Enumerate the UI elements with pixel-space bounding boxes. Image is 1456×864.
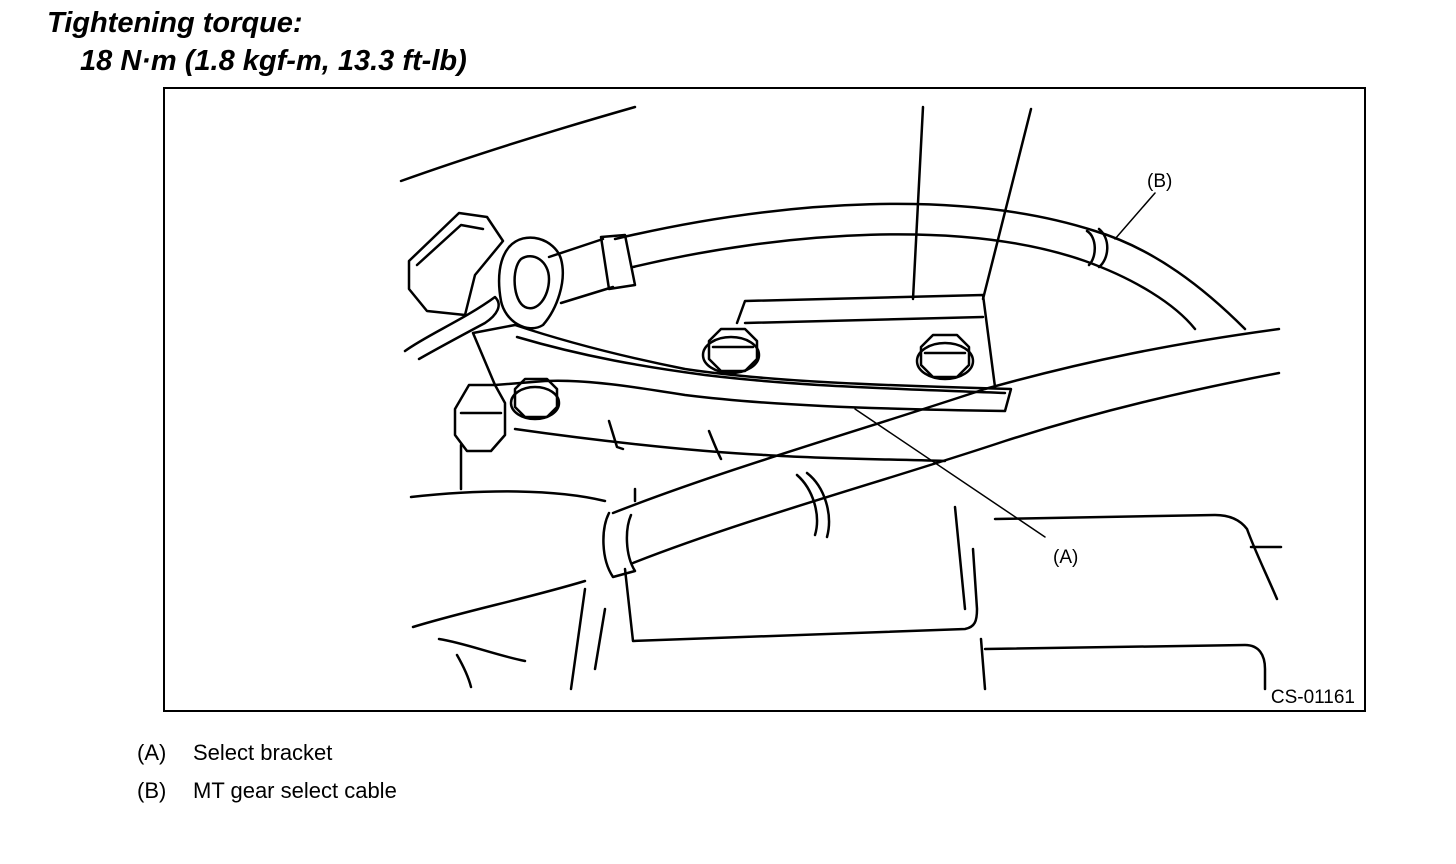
cable-lower-boot-2 bbox=[805, 471, 831, 539]
cable-b-lower-edge bbox=[631, 233, 1197, 331]
cable-end-shaft-2 bbox=[559, 285, 615, 305]
cable-b-sleeve bbox=[599, 233, 637, 291]
body-curve bbox=[399, 105, 637, 183]
cable-lower-upper-edge bbox=[611, 327, 1281, 515]
select-lever bbox=[407, 211, 505, 317]
torque-title: Tightening torque: bbox=[47, 7, 303, 39]
case-panel-1 bbox=[623, 547, 979, 643]
figure-id: CS-01161 bbox=[1271, 687, 1355, 708]
case-vertical-2 bbox=[593, 607, 607, 671]
case-rib-2 bbox=[707, 429, 723, 461]
callout-a-leader bbox=[854, 408, 1046, 538]
case-upper-line bbox=[513, 427, 947, 463]
illustration-frame: (A) (B) CS-01161 bbox=[163, 87, 1366, 712]
torque-value: 18 N·m (1.8 kgf-m, 13.3 ft-lb) bbox=[80, 45, 467, 77]
case-panel-2 bbox=[979, 637, 987, 691]
cable-lower-sleeve bbox=[602, 511, 637, 579]
cable-b-boot-ring bbox=[1085, 229, 1096, 267]
case-panel-4 bbox=[953, 505, 967, 611]
legend-item: (A) Select bracket bbox=[137, 738, 397, 776]
cable-end-inner bbox=[513, 254, 551, 310]
bracket-mount-plate-edge bbox=[743, 315, 985, 325]
legend-text: Select bracket bbox=[193, 740, 333, 765]
callout-a-label: (A) bbox=[1053, 547, 1078, 568]
select-bracket-a bbox=[471, 323, 1013, 413]
legend-text: MT gear select cable bbox=[193, 778, 397, 803]
cable-lower-lower-edge bbox=[631, 371, 1281, 565]
cable-end-joint bbox=[497, 236, 565, 330]
select-lever-edge bbox=[415, 223, 485, 267]
case-flange-2 bbox=[455, 653, 473, 689]
cable-lower-boot bbox=[795, 473, 819, 537]
select-bracket-a-top-edge bbox=[515, 335, 1007, 395]
legend-key: (A) bbox=[137, 740, 167, 765]
lever-support bbox=[403, 295, 500, 361]
bolt-3 bbox=[509, 377, 561, 421]
legend-key: (B) bbox=[137, 778, 167, 803]
frame-line-right bbox=[981, 107, 1033, 301]
case-flange bbox=[437, 637, 527, 663]
callout-b-label: (B) bbox=[1147, 171, 1172, 192]
legend: (A) Select bracket (B) MT gear select ca… bbox=[137, 738, 397, 814]
cable-b-boot-ring-2 bbox=[1097, 227, 1109, 269]
bolt-4 bbox=[453, 383, 507, 453]
cable-end-shaft bbox=[547, 237, 605, 259]
case-lines-lower bbox=[983, 643, 1267, 691]
cable-b-upper-edge bbox=[613, 202, 1247, 331]
bracket-mount-plate bbox=[735, 293, 997, 389]
case-lower-sweep bbox=[409, 490, 607, 503]
callout-b-leader bbox=[1114, 192, 1156, 240]
case-rib-1 bbox=[607, 419, 625, 451]
legend-item: (B) MT gear select cable bbox=[137, 776, 397, 814]
bolt-1 bbox=[701, 327, 761, 375]
case-bottom-sweep bbox=[411, 579, 587, 629]
case-vertical bbox=[569, 587, 587, 691]
select-bracket-illustration: (A) (B) CS-01161 bbox=[399, 105, 1355, 708]
bolt-2 bbox=[915, 333, 975, 381]
case-panel-3 bbox=[993, 513, 1279, 601]
